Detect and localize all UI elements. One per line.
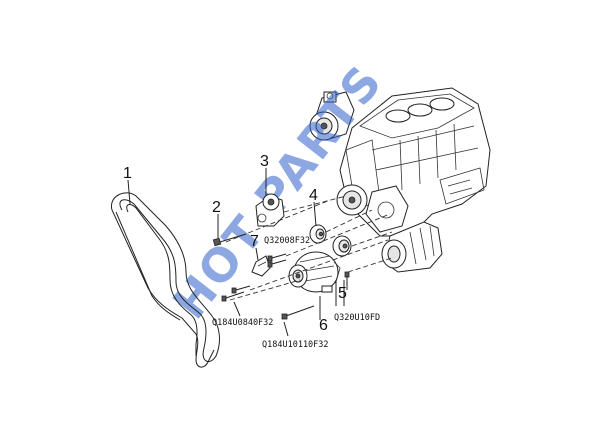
alignment-lines (225, 195, 393, 301)
water-pump (309, 91, 355, 141)
leader-lines (127, 168, 345, 337)
bolts-bracket (221, 285, 251, 302)
callout-6: 6 (319, 317, 328, 334)
code-pulley-bolt: Q320U10FD (334, 313, 380, 323)
front-cover (365, 185, 409, 233)
belt-tensioner (255, 193, 285, 227)
mounting-bracket (251, 255, 271, 277)
tensioner-pulley (332, 235, 352, 257)
bolt-idler (267, 253, 287, 268)
callout-7: 7 (250, 233, 259, 250)
callout-3: 3 (260, 153, 269, 170)
serpentine-belt (110, 192, 220, 368)
callout-1: 1 (123, 165, 132, 182)
callout-5: 5 (338, 285, 347, 302)
bolt-pulley (344, 271, 350, 290)
callout-4: 4 (309, 187, 318, 204)
idler-pulley (309, 224, 327, 244)
code-bracket-bolts: Q184U0840F32 (212, 318, 273, 328)
crank-pulley (336, 184, 368, 216)
callout-2: 2 (212, 199, 221, 216)
code-idler-bolt: Q32008F32 (264, 236, 310, 246)
code-alternator-bolt: Q184U10110F32 (262, 340, 329, 350)
part-code-labels: Q32008F32 Q184U0840F32 Q184U10110F32 Q32… (212, 236, 380, 350)
lower-housing (381, 221, 443, 273)
callout-numbers: 1 2 3 4 5 6 7 (123, 153, 347, 334)
alternator (288, 251, 341, 293)
bolt-alternator (281, 305, 315, 320)
